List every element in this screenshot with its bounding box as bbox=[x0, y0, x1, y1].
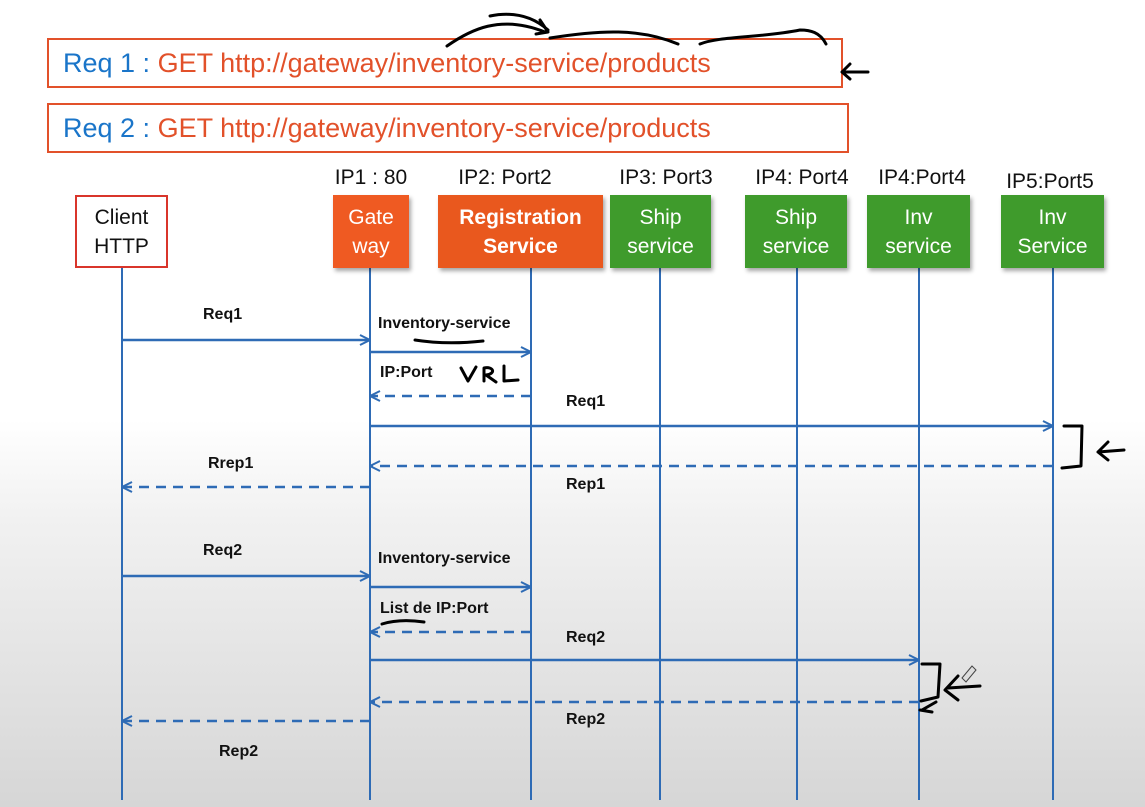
client-http-label: Client HTTP bbox=[94, 205, 149, 258]
handwritten-vrl bbox=[459, 364, 520, 384]
message-label: Req2 bbox=[203, 542, 243, 559]
handwritten-annotations bbox=[380, 12, 1126, 714]
underline-inventory-service bbox=[413, 338, 485, 345]
request-2-box: Req 2 : GET http://gateway/inventory-ser… bbox=[47, 103, 849, 153]
request-1-box: Req 1 : GET http://gateway/inventory-ser… bbox=[47, 38, 843, 88]
bracket-inv2 bbox=[1060, 424, 1084, 470]
scribble-arrow-inv1 bbox=[918, 674, 982, 714]
message-label: Inventory-service bbox=[378, 550, 511, 567]
message-label: Rrep1 bbox=[208, 455, 254, 472]
ip-label-gateway: IP1 : 80 bbox=[334, 166, 408, 189]
client-http-actor: Client HTTP bbox=[75, 195, 168, 268]
scribble-brace-right bbox=[698, 28, 828, 46]
ip-label-registry: IP2: Port2 bbox=[458, 166, 552, 189]
request-1-id: Req 1 : bbox=[63, 48, 158, 78]
message-label: Rep2 bbox=[566, 711, 606, 728]
request-1-url: GET http://gateway/inventory-service/pro… bbox=[157, 48, 711, 78]
registration-service-actor: Registration Service bbox=[438, 195, 603, 268]
ip-label-ship2: IP4: Port4 bbox=[755, 166, 849, 189]
scribble-brace-top bbox=[548, 30, 680, 46]
message-label: Inventory-service bbox=[378, 315, 511, 332]
back-arrow-inv2 bbox=[1096, 440, 1126, 462]
bracket-inv1 bbox=[919, 662, 942, 703]
back-arrow-req1 bbox=[840, 62, 870, 81]
message-label: List de IP:Port bbox=[380, 600, 489, 617]
ship-service-1-label: Ship service bbox=[627, 205, 694, 258]
request-2-url: GET http://gateway/inventory-service/pro… bbox=[157, 113, 711, 143]
ip-label-ship1: IP3: Port3 bbox=[619, 166, 713, 189]
inv-service-1-label: Inv service bbox=[885, 205, 952, 258]
ship-service-2-label: Ship service bbox=[762, 205, 830, 258]
pen-cursor-icon bbox=[961, 665, 977, 683]
inv-service-2-actor: Inv Service bbox=[1001, 195, 1104, 268]
message-label: Rep2 bbox=[219, 743, 259, 760]
gateway-label: Gate way bbox=[348, 205, 394, 258]
ip-label-inv1: IP4:Port4 bbox=[878, 166, 966, 189]
message-label: Rep1 bbox=[566, 476, 606, 493]
message-label: Req1 bbox=[566, 393, 606, 410]
inv-service-2-label: Inv Service bbox=[1017, 205, 1088, 258]
request-2-id: Req 2 : bbox=[63, 113, 158, 143]
message-label: IP:Port bbox=[380, 364, 433, 381]
underline-list bbox=[380, 619, 426, 626]
message-label: Req1 bbox=[203, 306, 243, 323]
ship-service-1-actor: Ship service bbox=[610, 195, 711, 268]
ip-label-inv2: IP5:Port5 bbox=[1006, 170, 1094, 193]
ship-service-2-actor: Ship service bbox=[745, 195, 847, 268]
inv-service-1-actor: Inv service bbox=[867, 195, 970, 268]
message-label: Req2 bbox=[566, 629, 606, 646]
registration-service-label: Registration Service bbox=[459, 205, 582, 258]
gateway-actor: Gate way bbox=[333, 195, 409, 268]
scribble-arrow-top bbox=[445, 12, 550, 48]
